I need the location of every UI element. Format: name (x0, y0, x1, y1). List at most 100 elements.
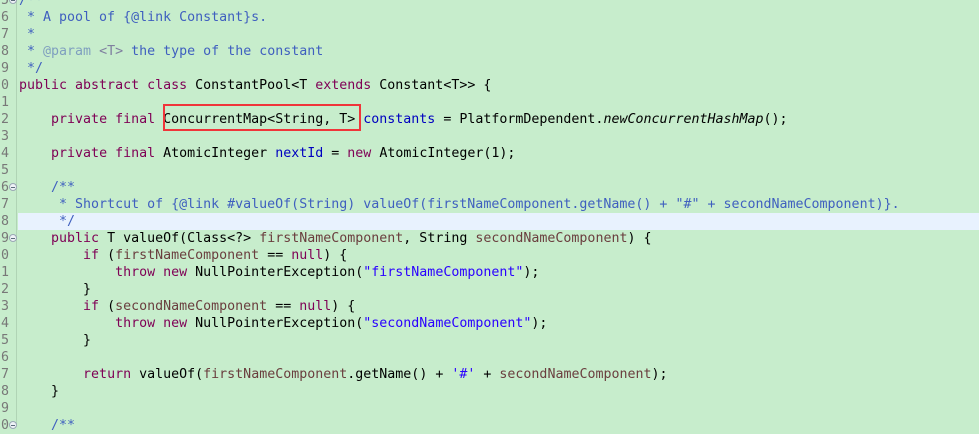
code-token: } (19, 384, 60, 399)
code-token: new (347, 146, 372, 161)
code-line[interactable]: 2 private final ConcurrentMap<String, T>… (0, 111, 979, 128)
line-number: 5 (0, 0, 9, 8)
line-number: 2 (0, 282, 9, 297)
code-token (19, 299, 83, 314)
code-text: } (18, 281, 979, 298)
code-token (19, 316, 115, 331)
code-line[interactable]: 5 (0, 162, 979, 179)
code-token: ( (99, 299, 116, 314)
code-token: ( (99, 248, 116, 263)
code-token (19, 265, 115, 280)
code-line[interactable]: 5 } (0, 332, 979, 349)
code-text: /** (18, 0, 979, 9)
code-line[interactable]: 3 if (secondNameComponent == null) { (0, 298, 979, 315)
code-token: (); (763, 112, 788, 127)
code-line[interactable]: 7 * (0, 26, 979, 43)
code-token: public (51, 231, 100, 246)
code-token: AtomicInteger(1); (371, 146, 516, 161)
code-token: the type of the constant (123, 44, 324, 59)
code-token: firstNameComponent (203, 367, 348, 382)
code-token: /** (19, 418, 76, 433)
line-number: 7 (0, 27, 9, 42)
code-line[interactable]: 8 } (0, 383, 979, 400)
code-token: .getName() + (347, 367, 452, 382)
fold-collapse-icon[interactable] (9, 183, 17, 191)
code-text: throw new NullPointerException("secondNa… (18, 315, 979, 332)
code-line[interactable]: 4 throw new NullPointerException("second… (0, 315, 979, 332)
code-token: secondNameComponent (475, 231, 628, 246)
code-line[interactable]: 9 */ (0, 60, 979, 77)
line-number: 8 (0, 44, 9, 59)
code-text: throw new NullPointerException("firstNam… (18, 264, 979, 281)
code-line[interactable]: 5 /** (0, 0, 979, 9)
code-line[interactable]: 6 (0, 349, 979, 366)
code-line[interactable]: 3 (0, 128, 979, 145)
code-line[interactable]: 6 * A pool of {@link Constant}s. (0, 9, 979, 26)
code-token: /** (19, 180, 76, 195)
code-token: ConstantPool<T (187, 78, 316, 93)
code-token: */ (19, 214, 76, 229)
line-number: 7 (0, 197, 9, 212)
line-number: 4 (0, 316, 9, 331)
code-line[interactable]: 9 public T valueOf(Class<?> firstNameCom… (0, 230, 979, 247)
code-token: ) { (627, 231, 652, 246)
code-text: * A pool of {@link Constant}s. (18, 9, 979, 26)
code-token: ConcurrentMap<String, T> (155, 112, 364, 127)
code-text: * (18, 26, 979, 43)
code-token: "firstNameComponent" (363, 265, 524, 280)
code-token: * (19, 44, 44, 59)
code-token: NullPointerException( (187, 316, 364, 331)
code-token: return (83, 367, 132, 382)
code-line[interactable]: 9 (0, 400, 979, 417)
code-token: } (19, 333, 92, 348)
code-line[interactable]: 8 */ (0, 213, 979, 230)
code-token: = PlatformDependent. (435, 112, 604, 127)
code-line[interactable]: 6 /** (0, 179, 979, 196)
code-token: null (291, 248, 324, 263)
line-number: 3 (0, 299, 9, 314)
code-line[interactable]: 2 } (0, 281, 979, 298)
line-number: 6 (0, 10, 9, 25)
code-line[interactable]: 0 if (firstNameComponent == null) { (0, 247, 979, 264)
code-token: nextId (275, 146, 324, 161)
code-token: "secondNameComponent" (363, 316, 532, 331)
code-line[interactable]: 7 * Shortcut of {@link #valueOf(String) … (0, 196, 979, 213)
code-token: /** (19, 0, 44, 8)
fold-collapse-icon[interactable] (9, 234, 17, 242)
code-line[interactable]: 1 throw new NullPointerException("firstN… (0, 264, 979, 281)
fold-collapse-icon[interactable] (9, 421, 17, 429)
code-token: private final (51, 146, 156, 161)
code-token: '#' (451, 367, 476, 382)
highlight-box-concurrentmap (163, 104, 361, 131)
line-number: 9 (0, 401, 9, 416)
code-token: secondNameComponent (499, 367, 652, 382)
line-number: 4 (0, 146, 9, 161)
code-token: firstNameComponent (259, 231, 404, 246)
fold-collapse-icon[interactable] (9, 0, 17, 4)
code-token: newConcurrentHashMap (603, 112, 764, 127)
line-number: 1 (0, 265, 9, 280)
code-text: } (18, 383, 979, 400)
code-token: if (83, 248, 100, 263)
code-token: , String (403, 231, 476, 246)
line-number: 1 (0, 95, 9, 110)
code-token: */ (19, 61, 44, 76)
code-token: if (83, 299, 100, 314)
code-token: ); (651, 367, 668, 382)
code-line[interactable]: 8 * @param <T> the type of the constant (0, 43, 979, 60)
code-text: public T valueOf(Class<?> firstNameCompo… (18, 230, 979, 247)
code-token: * (19, 27, 36, 42)
code-line[interactable]: 1 (0, 94, 979, 111)
code-text (18, 400, 979, 417)
code-token: NullPointerException( (187, 265, 364, 280)
code-line[interactable]: 7 return valueOf(firstNameComponent.getN… (0, 366, 979, 383)
code-token: AtomicInteger (155, 146, 276, 161)
code-text: if (firstNameComponent == null) { (18, 247, 979, 264)
code-line[interactable]: 4 private final AtomicInteger nextId = n… (0, 145, 979, 162)
code-token: * A pool of {@link Constant}s. (19, 10, 268, 25)
code-token: Constant<T>> { (371, 78, 492, 93)
code-line[interactable]: 0 /** (0, 417, 979, 434)
code-text: if (secondNameComponent == null) { (18, 298, 979, 315)
